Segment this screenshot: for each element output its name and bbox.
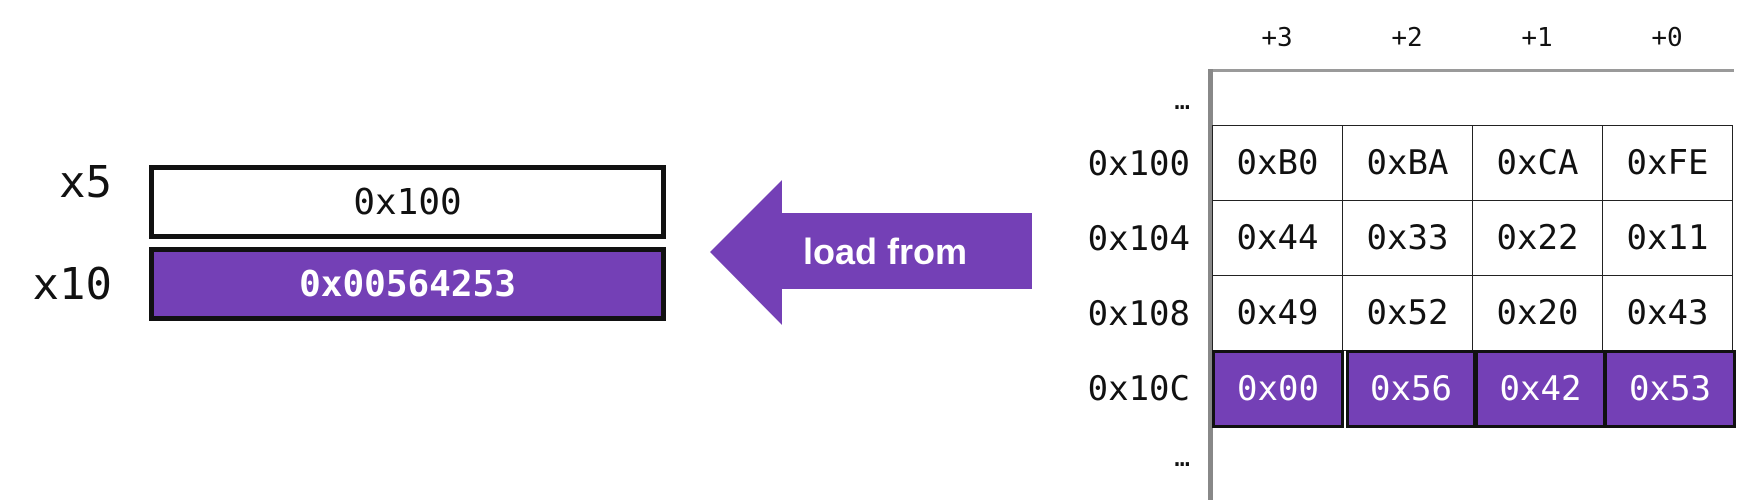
memory-cell: 0x20: [1472, 275, 1603, 351]
memory-top-line: [1210, 69, 1734, 72]
memory-byte: 0x56: [1370, 369, 1452, 409]
memory-cell: 0x22: [1472, 200, 1603, 276]
column-offset-plus0: +0: [1651, 23, 1683, 53]
column-offset-plus3: +3: [1261, 23, 1293, 53]
register-name-x5: x5: [59, 157, 112, 208]
memory-address-0x10C: 0x10C: [1087, 369, 1190, 409]
memory-cell-highlighted: 0x42: [1475, 350, 1606, 428]
register-x5-value: 0x100: [353, 181, 462, 223]
memory-ellipsis-bottom: …: [1174, 443, 1190, 473]
memory-byte: 0x52: [1366, 293, 1449, 333]
column-offset-plus2: +2: [1391, 23, 1423, 53]
register-x5-box: 0x100: [149, 165, 666, 239]
memory-byte: 0xBA: [1366, 143, 1449, 183]
load-arrow-icon: [710, 180, 1032, 325]
memory-byte: 0xCA: [1496, 143, 1579, 183]
memory-cell: 0x33: [1342, 200, 1473, 276]
memory-byte: 0xFE: [1626, 143, 1709, 183]
memory-byte: 0x22: [1496, 218, 1579, 258]
register-name-x10: x10: [32, 259, 112, 310]
memory-cell: 0x52: [1342, 275, 1473, 351]
register-x10-box: 0x00564253: [149, 247, 666, 321]
memory-cell-highlighted: 0x53: [1604, 350, 1736, 428]
column-offset-plus1: +1: [1521, 23, 1553, 53]
memory-byte: 0x44: [1236, 218, 1319, 258]
memory-cell: 0xBA: [1342, 125, 1473, 201]
memory-byte: 0x43: [1626, 293, 1709, 333]
memory-byte: 0x00: [1237, 369, 1319, 409]
memory-byte: 0x49: [1236, 293, 1319, 333]
memory-cell-highlighted: 0x56: [1346, 350, 1476, 428]
memory-cell: 0xFE: [1602, 125, 1733, 201]
memory-address-0x100: 0x100: [1087, 144, 1190, 184]
memory-address-0x108: 0x108: [1087, 294, 1190, 334]
register-x10-value: 0x00564253: [299, 263, 516, 305]
load-arrow-shape: [710, 180, 1032, 325]
memory-byte: 0x53: [1629, 369, 1711, 409]
load-arrow-label: load from: [803, 231, 968, 272]
memory-cell: 0x43: [1602, 275, 1733, 351]
memory-left-line: [1208, 69, 1213, 500]
memory-byte: 0xB0: [1236, 143, 1319, 183]
memory-cell: 0x11: [1602, 200, 1733, 276]
memory-byte: 0x20: [1496, 293, 1579, 333]
memory-byte: 0x42: [1499, 369, 1582, 409]
memory-address-0x104: 0x104: [1087, 219, 1190, 259]
memory-byte: 0x11: [1626, 218, 1709, 258]
memory-cell: 0xCA: [1472, 125, 1603, 201]
memory-cell: 0xB0: [1212, 125, 1343, 201]
memory-ellipsis-top: …: [1174, 86, 1190, 116]
memory-cell: 0x44: [1212, 200, 1343, 276]
memory-cell-highlighted: 0x00: [1212, 350, 1344, 428]
memory-byte: 0x33: [1366, 218, 1449, 258]
memory-cell: 0x49: [1212, 275, 1343, 351]
